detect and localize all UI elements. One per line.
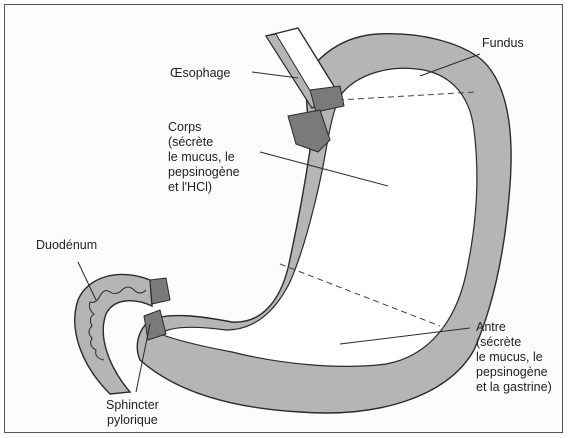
pyloric-sphincter	[150, 278, 170, 304]
label-antre: Antre (sécrète le mucus, le pepsinogène …	[476, 320, 552, 395]
label-oesophage: Œsophage	[170, 66, 230, 81]
label-sphincter-pylorique: Sphincter pylorique	[106, 398, 159, 428]
label-corps: Corps (sécrète le mucus, le pepsinogène …	[168, 120, 240, 195]
label-duodenum: Duodénum	[36, 238, 97, 253]
label-fundus: Fundus	[482, 36, 524, 51]
